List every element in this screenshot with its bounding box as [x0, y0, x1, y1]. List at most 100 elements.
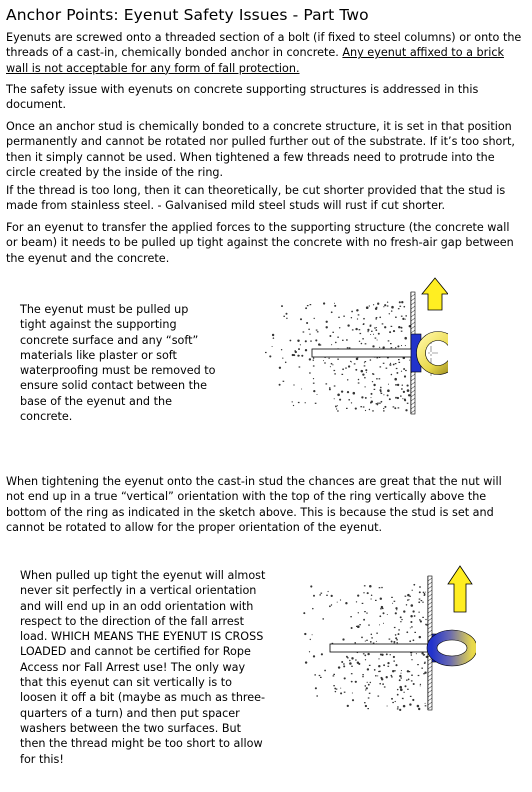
- concrete-speck: [409, 703, 412, 706]
- concrete-speck: [366, 592, 369, 595]
- concrete-speck: [418, 635, 422, 639]
- concrete-speck: [372, 304, 375, 306]
- concrete-speck: [388, 313, 390, 315]
- concrete-speck: [379, 316, 382, 319]
- concrete-speck: [362, 674, 364, 676]
- concrete-speck: [312, 655, 316, 658]
- concrete-speck: [399, 305, 402, 307]
- hatch-line: [427, 689, 433, 694]
- concrete-speck: [351, 692, 353, 694]
- concrete-speck: [353, 363, 356, 365]
- concrete-speck: [400, 688, 403, 692]
- concrete-speck: [390, 325, 393, 327]
- concrete-speck: [376, 339, 378, 341]
- concrete-speck: [400, 395, 402, 397]
- concrete-speck: [398, 361, 401, 363]
- concrete-speck: [370, 392, 373, 395]
- concrete-speck: [395, 396, 397, 399]
- concrete-speck: [334, 304, 337, 307]
- concrete-speck: [377, 332, 380, 335]
- concrete-speck: [382, 622, 385, 624]
- concrete-speck: [395, 383, 397, 386]
- concrete-speck: [325, 383, 328, 385]
- concrete-speck: [404, 595, 407, 597]
- concrete-speck: [387, 383, 390, 385]
- hatch-line: [410, 309, 416, 314]
- concrete-speck: [394, 363, 397, 365]
- concrete-speck: [282, 357, 284, 359]
- concrete-speck: [383, 410, 385, 412]
- concrete-speck: [354, 680, 357, 683]
- concrete-speck: [330, 311, 333, 314]
- concrete-speck: [392, 363, 395, 366]
- concrete-speck: [333, 385, 336, 387]
- concrete-speck: [380, 392, 383, 394]
- concrete-speck: [397, 308, 400, 310]
- concrete-speck: [393, 626, 396, 629]
- concrete-speck: [376, 378, 378, 380]
- hatch-line: [427, 629, 433, 634]
- concrete-speck: [314, 674, 316, 676]
- concrete-speck: [406, 402, 409, 404]
- concrete-speck: [404, 399, 407, 402]
- hatch-line: [410, 313, 416, 318]
- page-title: Anchor Points: Eyenut Safety Issues - Pa…: [6, 6, 369, 24]
- hatch-line: [410, 305, 416, 310]
- concrete-speck: [329, 387, 331, 389]
- concrete-speck: [350, 402, 353, 404]
- concrete-speck: [397, 345, 400, 348]
- concrete-speck: [314, 687, 317, 690]
- concrete-speck: [357, 382, 360, 384]
- concrete-speck: [414, 631, 416, 633]
- concrete-speck: [369, 584, 372, 588]
- concrete-speck: [299, 318, 303, 321]
- concrete-speck: [362, 653, 365, 655]
- concrete-speck: [409, 640, 412, 643]
- concrete-speck: [405, 315, 407, 317]
- concrete-speck: [343, 677, 346, 680]
- concrete-speck: [327, 590, 329, 593]
- concrete-speck: [359, 624, 361, 626]
- concrete-speck: [281, 305, 283, 308]
- hatch-line: [410, 321, 416, 326]
- concrete-speck: [309, 333, 311, 335]
- concrete-speck: [405, 369, 407, 372]
- concrete-speck: [374, 307, 378, 311]
- concrete-speck: [363, 592, 365, 594]
- concrete-speck: [333, 302, 336, 304]
- hatch-line: [427, 621, 433, 626]
- concrete-speck: [392, 602, 394, 604]
- concrete-speck: [315, 329, 318, 331]
- concrete-speck: [329, 605, 331, 608]
- concrete-speck: [324, 362, 326, 364]
- concrete-speck: [345, 655, 348, 658]
- concrete-speck: [398, 629, 400, 631]
- concrete-speck: [400, 370, 403, 372]
- concrete-speck: [329, 335, 332, 337]
- eyenut-ring-crossloaded: [427, 630, 476, 666]
- concrete-speck: [419, 586, 421, 588]
- concrete-speck: [393, 600, 396, 602]
- concrete-speck: [312, 378, 315, 380]
- concrete-speck: [302, 331, 305, 333]
- concrete-speck: [396, 383, 400, 387]
- concrete-speck: [423, 592, 426, 595]
- concrete-speck: [335, 408, 338, 410]
- concrete-speck: [357, 594, 360, 597]
- concrete-speck: [342, 638, 345, 641]
- hatch-line: [410, 385, 416, 390]
- concrete-speck: [349, 659, 351, 662]
- concrete-speck: [315, 339, 318, 342]
- concrete-speck: [400, 330, 403, 332]
- concrete-speck: [363, 362, 365, 364]
- concrete-speck: [384, 326, 387, 329]
- concrete-speck: [339, 398, 342, 401]
- concrete-speck: [385, 367, 388, 369]
- concrete-speck: [350, 316, 353, 319]
- concrete-speck: [305, 307, 308, 310]
- hatch-line: [427, 613, 433, 618]
- concrete-speck: [392, 701, 394, 704]
- concrete-speck: [375, 327, 377, 329]
- concrete-speck: [380, 400, 383, 403]
- concrete-speck: [419, 683, 422, 686]
